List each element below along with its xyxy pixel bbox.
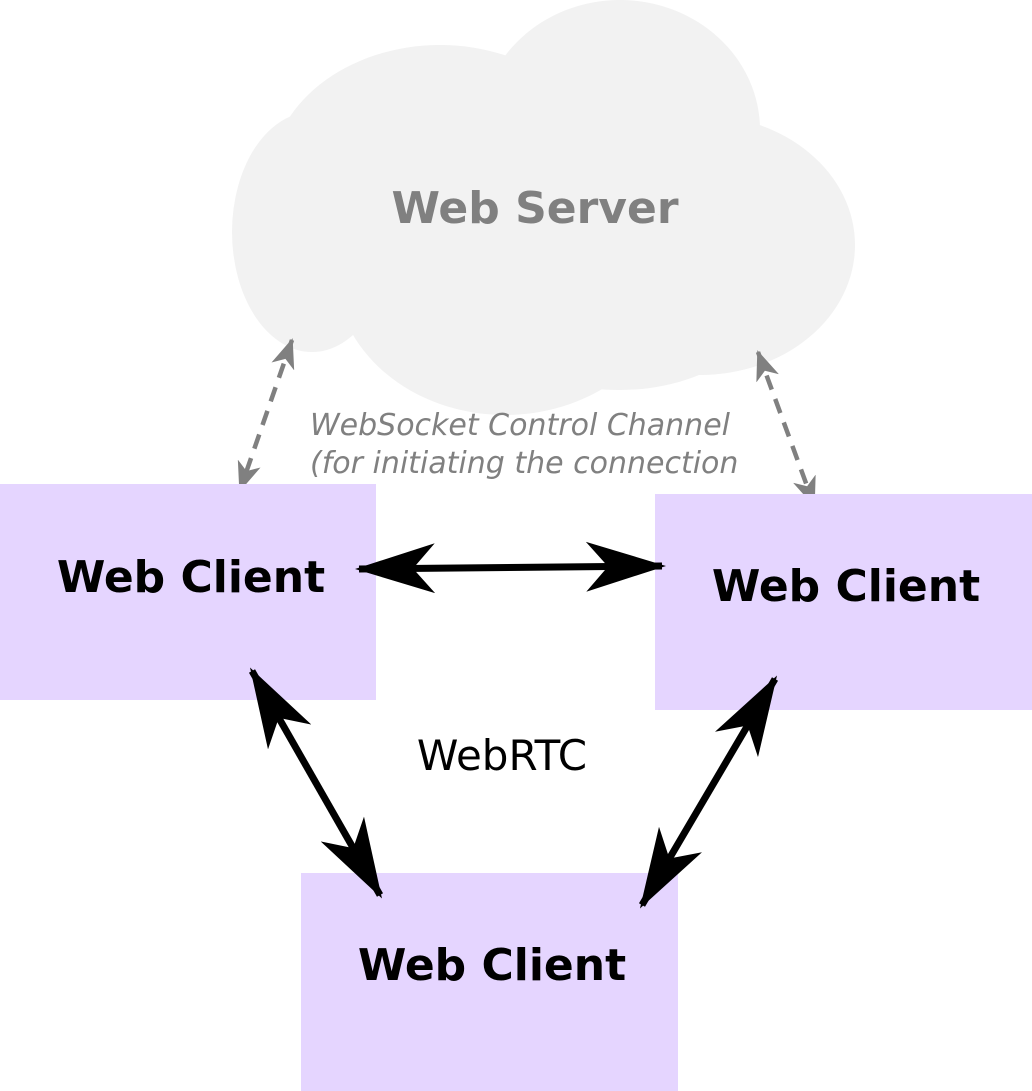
web-client-label: Web Client	[358, 940, 626, 991]
webrtc-link-right-bottom	[638, 675, 779, 909]
web-client-label: Web Client	[712, 561, 980, 612]
webrtc-label: WebRTC	[417, 731, 587, 780]
control-channel-left-arrow	[237, 338, 295, 492]
control-channel-label-line1: WebSocket Control Channel	[310, 408, 731, 443]
web-server-cloud: Web Server	[232, 0, 855, 415]
web-client-right: Web Client	[655, 494, 1032, 710]
web-client-left: Web Client	[0, 484, 376, 700]
control-channel-label-line2: (for initiating the connection	[310, 446, 738, 481]
web-server-label: Web Server	[391, 183, 678, 234]
control-channel-right-arrow	[755, 350, 817, 507]
web-client-bottom: Web Client	[301, 873, 678, 1091]
webrtc-link-left-right	[355, 541, 666, 594]
webrtc-link-left-bottom	[248, 667, 384, 899]
web-client-label: Web Client	[57, 552, 325, 603]
